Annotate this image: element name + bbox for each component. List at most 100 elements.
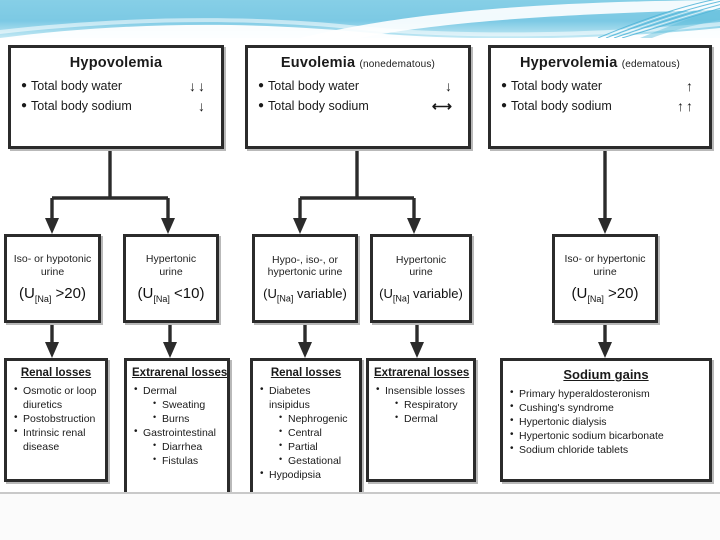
detail-list: Dermal Sweating Burns Gastrointestinal D…	[132, 383, 222, 468]
row-label: Total body sodium	[511, 99, 612, 114]
top-box-subtitle: (nonedematous)	[359, 59, 436, 70]
sub-list-item: Nephrogenic	[279, 411, 354, 426]
bottom-box-renal-losses-euvolemia[interactable]: Renal losses Diabetes insipidus Nephroge…	[250, 358, 362, 516]
sub-list-item: Partial	[279, 439, 354, 454]
desc-line: Hypertonic	[395, 253, 447, 266]
up-arrow-icon: ↑↑	[677, 98, 695, 115]
top-box-row: ● Total body sodium ⟷	[258, 96, 458, 116]
list-item-label: Primary hyperaldosteronism	[519, 388, 650, 400]
sub-list-item: Burns	[153, 411, 222, 426]
bullet-icon: ●	[501, 100, 508, 112]
mid-box-hypertonic-urine-variable[interactable]: Hypertonic urine (U[Na] variable)	[370, 234, 472, 323]
top-box-row: ● Total body sodium ↓	[21, 96, 211, 116]
down-arrow-icon: ↓	[445, 78, 454, 94]
list-item-label: Postobstruction	[23, 413, 96, 426]
bottom-box-title: Sodium gains	[563, 367, 649, 382]
sub-list-item: Fistulas	[153, 453, 222, 468]
bottom-box-title: Renal losses	[270, 367, 342, 379]
sub-list-item-label: Dermal	[404, 413, 438, 426]
list-item-label: Gastrointestinal	[143, 427, 216, 440]
urine-sodium-value: (U[Na] variable)	[379, 286, 463, 304]
top-box-row: ● Total body water ↓	[258, 76, 458, 96]
list-item-label: Hypodipsia	[269, 469, 321, 482]
val-suffix: <10)	[169, 285, 205, 303]
list-item-label: Diabetes insipidus	[269, 385, 311, 412]
list-item: Sodium chloride tablets	[510, 442, 704, 457]
list-item-label: Hypertonic sodium bicarbonate	[519, 430, 664, 443]
val-subscript: [Na]	[34, 294, 52, 305]
slide-footer-area	[0, 494, 720, 540]
sub-list-item-label: Burns	[162, 413, 190, 426]
val-prefix: (U	[379, 285, 393, 301]
val-subscript: [Na]	[153, 294, 170, 305]
list-item: Insensible losses Respiratory Dermal	[376, 383, 468, 426]
sub-list-item-label: Respiratory	[404, 399, 458, 412]
figure-bottom-rule	[0, 492, 720, 494]
list-item-label: Intrinsic renal disease	[23, 427, 86, 454]
mid-box-iso-or-hypotonic-urine[interactable]: Iso- or hypotonic urine (U[Na] >20)	[4, 234, 101, 323]
desc-line: Iso- or hypotonic	[13, 252, 92, 265]
desc-line: Hypo-, iso-, or	[272, 253, 338, 266]
bidirectional-arrow-icon: ⟷	[431, 98, 454, 115]
sub-list-item: Sweating	[153, 397, 222, 412]
bullet-icon: ●	[258, 79, 265, 91]
detail-list: Primary hyperaldosteronism Cushing's syn…	[508, 386, 704, 457]
list-item-label: Cushing's syndrome	[519, 402, 614, 415]
bottom-box-extrarenal-losses-euvolemia[interactable]: Extrarenal losses Insensible losses Resp…	[366, 358, 476, 482]
sub-list-item: Gestational	[279, 453, 354, 468]
row-label: Total body water	[31, 79, 123, 94]
decorative-header-banner	[0, 0, 720, 38]
down-arrow-icon: ↓↓	[189, 78, 207, 94]
top-box-row: ● Total body water ↑	[501, 76, 699, 96]
bottom-box-title: Extrarenal losses	[132, 367, 228, 379]
row-label: Total body sodium	[268, 99, 369, 114]
urine-description: Iso- or hypertonic urine	[564, 253, 645, 278]
desc-line: Iso- or hypertonic	[564, 252, 646, 265]
val-subscript: [Na]	[392, 293, 410, 304]
detail-list: Diabetes insipidus Nephrogenic Central P…	[258, 383, 354, 482]
desc-line: urine	[409, 266, 433, 279]
urine-description: Hypo-, iso-, or hypertonic urine	[268, 254, 343, 279]
top-box-title: Hypervolemia (edematous)	[501, 55, 699, 71]
up-arrow-icon: ↑	[686, 78, 695, 94]
mid-box-iso-or-hypertonic-urine[interactable]: Iso- or hypertonic urine (U[Na] >20)	[552, 234, 658, 323]
val-subscript: [Na]	[587, 294, 604, 305]
desc-line: Hypertonic	[145, 252, 197, 265]
row-label: Total body water	[268, 79, 360, 94]
top-box-hypovolemia[interactable]: Hypovolemia ● Total body water ↓↓ ● Tota…	[8, 45, 224, 149]
top-box-title-text: Hypervolemia	[519, 55, 618, 71]
sub-list-item-label: Sweating	[162, 399, 206, 412]
row-label: Total body water	[511, 79, 603, 94]
sub-list-item-label: Central	[288, 427, 322, 440]
diagram-figure: Hypovolemia ● Total body water ↓↓ ● Tota…	[0, 38, 720, 516]
list-item-label: Insensible losses	[385, 385, 465, 397]
urine-sodium-value: (U[Na] >20)	[19, 285, 86, 304]
bullet-icon: ●	[501, 79, 508, 91]
urine-sodium-value: (U[Na] variable)	[263, 286, 347, 304]
top-box-hypervolemia[interactable]: Hypervolemia (edematous) ● Total body wa…	[488, 45, 712, 149]
list-item: Hypertonic dialysis	[510, 414, 704, 429]
sub-list-item-label: Diarrhea	[162, 441, 203, 454]
bottom-box-sodium-gains[interactable]: Sodium gains Primary hyperaldosteronism …	[500, 358, 712, 482]
list-item-label: Osmotic or loop diuretics	[23, 385, 97, 412]
mid-box-hypertonic-urine-low[interactable]: Hypertonic urine (U[Na] <10)	[123, 234, 219, 323]
top-box-row: ● Total body sodium ↑↑	[501, 96, 699, 116]
top-box-title-text: Euvolemia	[280, 55, 356, 71]
sub-list-item: Dermal	[395, 411, 468, 426]
sub-list-item-label: Nephrogenic	[288, 413, 348, 426]
top-box-euvolemia[interactable]: Euvolemia (nonedematous) ● Total body wa…	[245, 45, 471, 149]
list-item: Primary hyperaldosteronism	[510, 386, 704, 401]
desc-line: hypertonic urine	[267, 266, 343, 279]
bottom-box-extrarenal-losses-hypovolemia[interactable]: Extrarenal losses Dermal Sweating Burns …	[124, 358, 230, 516]
sub-list-item-label: Gestational	[288, 455, 342, 468]
sub-list-item: Respiratory	[395, 397, 468, 412]
val-suffix: >20)	[51, 285, 86, 303]
top-box-title: Hypovolemia	[21, 55, 211, 71]
urine-description: Hypertonic urine	[146, 253, 196, 278]
sub-list: Sweating Burns	[143, 397, 222, 426]
bottom-box-renal-losses-hypovolemia[interactable]: Renal losses Osmotic or loop diuretics P…	[4, 358, 108, 482]
mid-box-hypo-iso-or-hypertonic-urine[interactable]: Hypo-, iso-, or hypertonic urine (U[Na] …	[252, 234, 358, 323]
bottom-box-title: Extrarenal losses	[374, 367, 470, 379]
list-item: Cushing's syndrome	[510, 400, 704, 415]
